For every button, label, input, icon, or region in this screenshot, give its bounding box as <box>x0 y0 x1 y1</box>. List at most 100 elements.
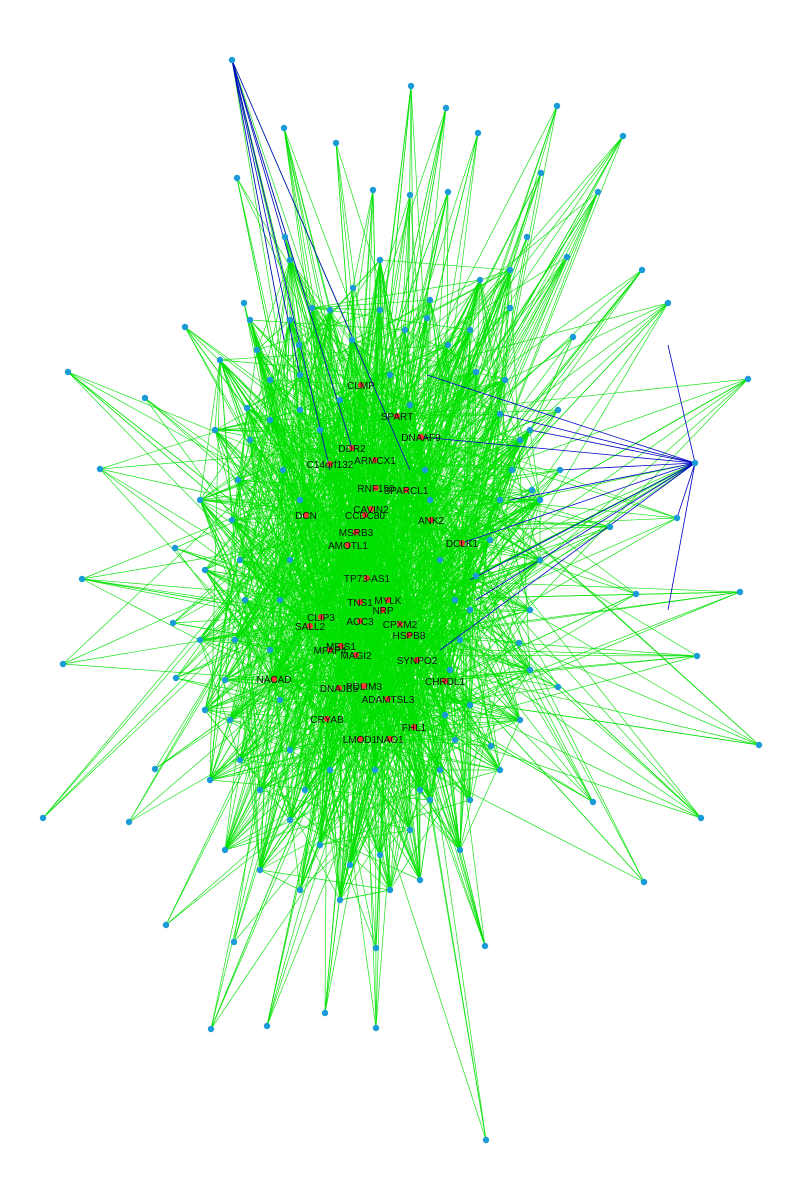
network-node <box>526 606 534 614</box>
network-node <box>253 346 261 354</box>
network-edge <box>259 609 471 791</box>
network-node <box>286 816 294 824</box>
network-node <box>240 299 248 307</box>
network-edge <box>99 468 328 720</box>
network-edge <box>204 319 291 711</box>
network-edge <box>305 514 432 521</box>
network-edge <box>340 645 361 740</box>
network-edge <box>355 531 389 601</box>
network-node <box>376 306 384 314</box>
network-node <box>369 186 377 194</box>
hub-gene-node <box>327 647 333 653</box>
network-edge <box>405 329 471 491</box>
gene-label: DCLK1 <box>446 539 479 550</box>
network-edge-blue <box>231 59 291 261</box>
network-node <box>451 596 459 604</box>
network-edge <box>351 447 376 461</box>
network-node <box>230 938 238 946</box>
network-edge <box>379 609 471 856</box>
network-edge <box>199 499 291 751</box>
network-node <box>39 814 47 822</box>
network-node <box>619 132 627 140</box>
network-edge <box>360 384 422 438</box>
network-edge <box>199 469 284 501</box>
network-edge <box>329 649 415 728</box>
network-edge <box>430 379 506 521</box>
network-node <box>206 776 214 784</box>
network-edge <box>219 359 391 376</box>
network-edge <box>269 419 331 651</box>
network-edge <box>439 559 446 682</box>
network-edge <box>430 519 702 819</box>
network-edge <box>299 379 506 891</box>
network-edge <box>489 269 511 541</box>
network-node <box>201 706 209 714</box>
network-edge <box>244 599 261 791</box>
network-edge <box>382 609 461 641</box>
network-edge <box>370 85 412 510</box>
network-edge <box>289 319 541 501</box>
network-edge <box>311 299 431 309</box>
network-edge <box>529 429 541 501</box>
network-edge <box>339 399 411 831</box>
network-edge <box>355 517 678 533</box>
network-edge <box>214 429 328 720</box>
network-node <box>346 861 354 869</box>
network-edge <box>475 575 521 721</box>
network-node <box>386 886 394 894</box>
network-node <box>472 368 480 376</box>
network-edge <box>259 869 301 891</box>
network-node <box>201 566 209 574</box>
network-edge <box>339 404 411 901</box>
gene-label: MEIS1 <box>326 642 356 653</box>
network-node <box>211 426 219 434</box>
network-node <box>444 188 452 196</box>
network-node <box>295 341 303 349</box>
network-edge <box>329 620 361 651</box>
network-node <box>456 846 464 854</box>
network-edge <box>511 429 531 471</box>
network-node <box>476 276 484 284</box>
network-node <box>276 596 284 604</box>
network-edge <box>374 436 422 461</box>
network-edge <box>329 559 541 771</box>
network-edge <box>340 609 384 647</box>
network-node <box>216 356 224 364</box>
network-edge <box>351 339 398 417</box>
network-node <box>441 711 449 719</box>
network-edge-blue <box>231 59 301 376</box>
gene-label: SPARCL1 <box>384 486 429 497</box>
network-edge <box>351 404 411 449</box>
network-edge <box>204 709 331 771</box>
network-edge <box>204 419 271 711</box>
network-node <box>536 556 544 564</box>
network-edge <box>355 531 368 579</box>
network-edge <box>204 709 291 821</box>
network-node <box>515 639 523 647</box>
network-node <box>301 786 309 794</box>
network-node <box>482 1136 490 1144</box>
network-edge <box>363 659 418 687</box>
network-edge <box>355 620 361 656</box>
network-edge <box>387 599 441 771</box>
hub-gene-node <box>271 676 277 682</box>
network-node <box>228 56 236 64</box>
hub-gene-node <box>353 652 359 658</box>
gene-label: DCN <box>295 511 317 522</box>
network-node <box>466 326 474 334</box>
network-node <box>496 766 504 774</box>
gene-label: NAO1 <box>376 735 404 746</box>
network-node <box>693 652 701 660</box>
network-edge <box>224 769 501 851</box>
network-node <box>506 266 514 274</box>
network-edge <box>351 339 391 376</box>
network-edge <box>244 319 291 601</box>
network-edge <box>309 519 432 627</box>
hub-gene-node <box>372 457 378 463</box>
network-node <box>536 496 544 504</box>
gene-label: SPART <box>381 412 413 423</box>
network-edge <box>204 569 381 856</box>
network-edge <box>204 469 284 571</box>
network-edge <box>239 299 431 761</box>
network-edge <box>355 609 384 656</box>
